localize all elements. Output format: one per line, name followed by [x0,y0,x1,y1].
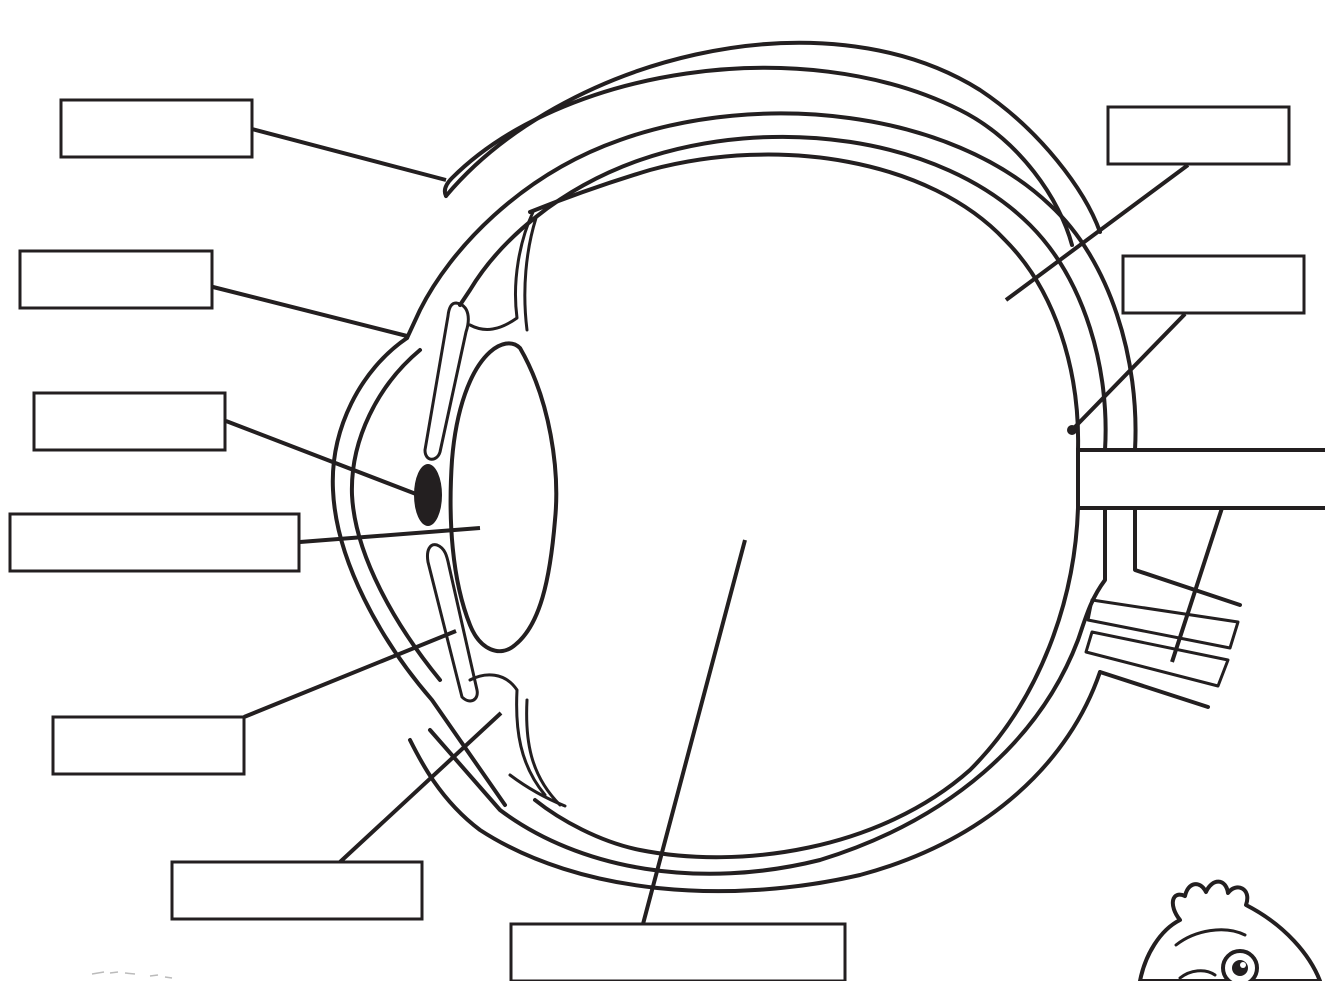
label-box-pupil[interactable] [34,393,225,450]
scan-marks [92,972,172,978]
label-box-sclera[interactable] [1108,107,1289,164]
leader-pupil [226,421,416,494]
label-box-ciliary-body[interactable] [172,862,422,919]
label-box-lens[interactable] [10,514,299,571]
bird-mascot-logo [1140,882,1320,981]
leader-eyelid [252,129,446,180]
leader-vitreous-humor [643,540,745,924]
eyelid [445,43,1100,245]
label-box-vitreous-humor[interactable] [511,924,845,981]
leader-lines [213,129,1222,924]
label-box-cornea[interactable] [20,251,212,308]
ciliary-body [470,212,565,806]
lens [451,343,557,651]
leader-iris [244,631,456,717]
leader-cornea [213,287,407,336]
label-box-fovea[interactable] [1123,256,1304,313]
pupil [414,464,442,526]
label-box-iris[interactable] [53,717,244,774]
leader-ciliary-body [340,713,501,862]
label-box-eyelid[interactable] [61,100,252,157]
